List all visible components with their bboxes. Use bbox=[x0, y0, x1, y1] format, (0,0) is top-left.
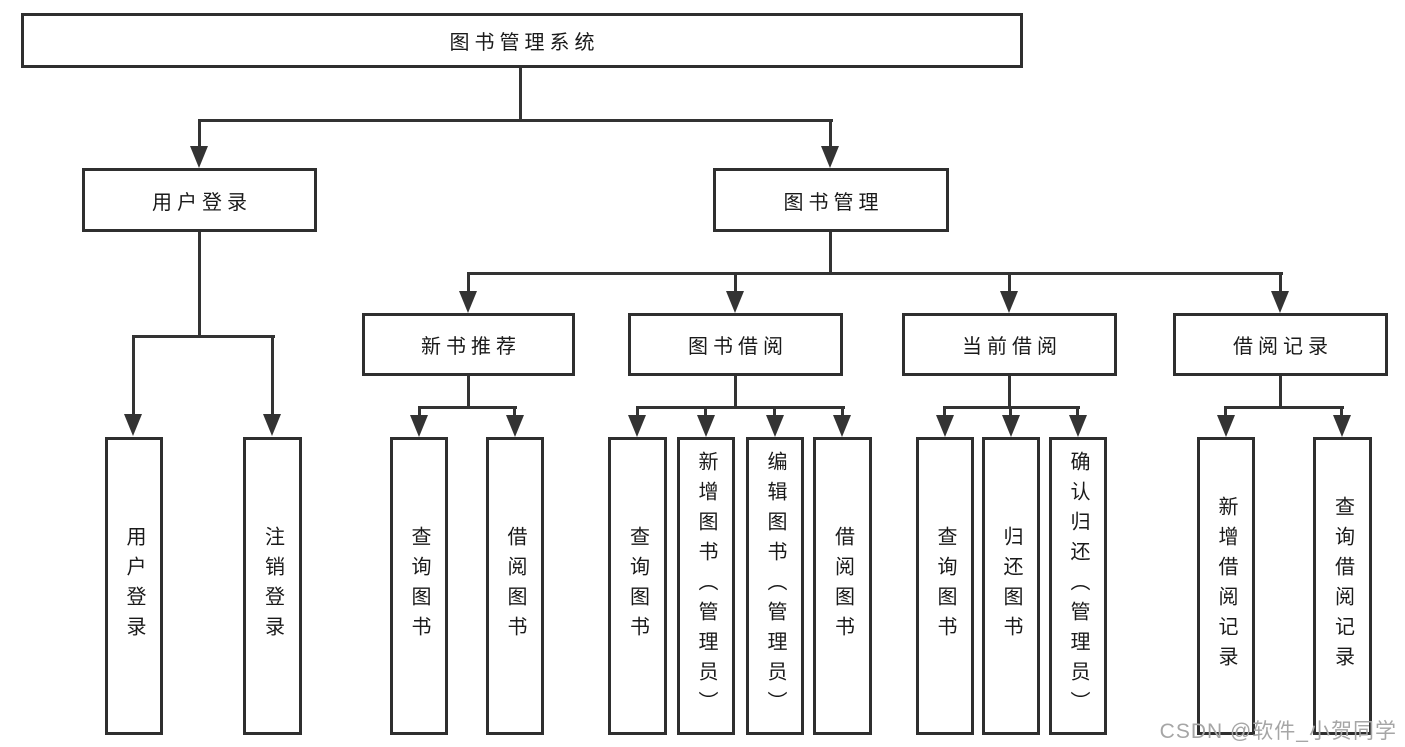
connector-line bbox=[513, 406, 516, 418]
arrowhead-icon bbox=[1217, 415, 1235, 437]
connector-line bbox=[704, 406, 707, 418]
arrowhead-icon bbox=[726, 291, 744, 313]
leaf-add-borrow-record: 新增借阅记录 bbox=[1197, 437, 1255, 735]
leaf-label: 确认归还（管理员） bbox=[1067, 451, 1089, 721]
connector-line bbox=[1279, 376, 1282, 406]
arrowhead-icon bbox=[124, 414, 142, 436]
arrowhead-icon bbox=[697, 415, 715, 437]
connector-line bbox=[198, 232, 201, 335]
connector-line bbox=[1225, 406, 1344, 409]
leaf-label: 查询借阅记录 bbox=[1331, 496, 1354, 676]
arrowhead-icon bbox=[410, 415, 428, 437]
leaf-label: 编辑图书（管理员） bbox=[764, 451, 786, 721]
arrowhead-icon bbox=[190, 146, 208, 168]
arrowhead-icon bbox=[1069, 415, 1087, 437]
connector-line bbox=[1340, 406, 1343, 418]
node-user-login: 用户登录 bbox=[82, 168, 317, 232]
arrowhead-icon bbox=[766, 415, 784, 437]
node-new-book-recommend: 新书推荐 bbox=[362, 313, 575, 376]
arrowhead-icon bbox=[263, 414, 281, 436]
connector-line bbox=[829, 119, 832, 150]
connector-line bbox=[418, 406, 517, 409]
connector-line bbox=[519, 68, 522, 119]
node-borrow-records: 借阅记录 bbox=[1173, 313, 1388, 376]
leaf-confirm-return-admin: 确认归还（管理员） bbox=[1049, 437, 1107, 735]
connector-line bbox=[271, 335, 274, 418]
leaf-query-books-borrow: 查询图书 bbox=[608, 437, 667, 735]
connector-line bbox=[773, 406, 776, 418]
arrowhead-icon bbox=[833, 415, 851, 437]
node-book-borrow: 图书借阅 bbox=[628, 313, 843, 376]
connector-line bbox=[636, 406, 845, 409]
connector-line bbox=[1224, 406, 1227, 418]
connector-line bbox=[198, 119, 201, 150]
arrowhead-icon bbox=[1333, 415, 1351, 437]
node-book-management: 图书管理 bbox=[713, 168, 949, 232]
leaf-label: 查询图书 bbox=[626, 526, 649, 646]
arrowhead-icon bbox=[506, 415, 524, 437]
arrowhead-icon bbox=[1271, 291, 1289, 313]
connector-line bbox=[829, 232, 832, 272]
leaf-query-books-current: 查询图书 bbox=[916, 437, 974, 735]
connector-line bbox=[1279, 272, 1282, 295]
leaf-borrow-books-recommend: 借阅图书 bbox=[486, 437, 544, 735]
leaf-label: 查询图书 bbox=[408, 526, 430, 646]
connector-line bbox=[944, 406, 1080, 409]
leaf-return-book: 归还图书 bbox=[982, 437, 1040, 735]
arrowhead-icon bbox=[1000, 291, 1018, 313]
leaf-label: 注销登录 bbox=[261, 526, 284, 646]
csdn-watermark: CSDN @软件_小贺同学 bbox=[1159, 720, 1397, 743]
leaf-query-borrow-record: 查询借阅记录 bbox=[1313, 437, 1372, 735]
connector-line bbox=[467, 272, 470, 295]
leaf-label: 新增借阅记录 bbox=[1215, 496, 1237, 676]
connector-line bbox=[734, 272, 737, 295]
connector-line bbox=[943, 406, 946, 418]
arrowhead-icon bbox=[459, 291, 477, 313]
leaf-borrow-books: 借阅图书 bbox=[813, 437, 872, 735]
connector-line bbox=[1008, 272, 1011, 295]
node-root: 图书管理系统 bbox=[21, 13, 1023, 68]
connector-line bbox=[132, 335, 135, 418]
leaf-add-book-admin: 新增图书（管理员） bbox=[677, 437, 735, 735]
leaf-label: 归还图书 bbox=[1000, 526, 1022, 646]
connector-line bbox=[467, 272, 1283, 275]
leaf-label: 新增图书（管理员） bbox=[695, 451, 717, 721]
leaf-edit-book-admin: 编辑图书（管理员） bbox=[746, 437, 804, 735]
leaf-label: 借阅图书 bbox=[831, 526, 854, 646]
connector-line bbox=[841, 406, 844, 418]
connector-line bbox=[467, 376, 470, 406]
connector-line bbox=[198, 119, 833, 122]
leaf-label: 用户登录 bbox=[123, 526, 145, 646]
connector-line bbox=[132, 335, 275, 338]
node-current-borrow: 当前借阅 bbox=[902, 313, 1117, 376]
leaf-logout: 注销登录 bbox=[243, 437, 302, 735]
arrowhead-icon bbox=[628, 415, 646, 437]
connector-line bbox=[636, 406, 639, 418]
leaf-user-login: 用户登录 bbox=[105, 437, 163, 735]
leaf-query-books-recommend: 查询图书 bbox=[390, 437, 448, 735]
connector-line bbox=[1076, 406, 1079, 418]
connector-line bbox=[734, 376, 737, 406]
arrowhead-icon bbox=[936, 415, 954, 437]
leaf-label: 查询图书 bbox=[934, 526, 956, 646]
arrowhead-icon bbox=[1002, 415, 1020, 437]
connector-line bbox=[1009, 406, 1012, 418]
leaf-label: 借阅图书 bbox=[504, 526, 526, 646]
connector-line bbox=[418, 406, 421, 418]
connector-line bbox=[1008, 376, 1011, 406]
arrowhead-icon bbox=[821, 146, 839, 168]
